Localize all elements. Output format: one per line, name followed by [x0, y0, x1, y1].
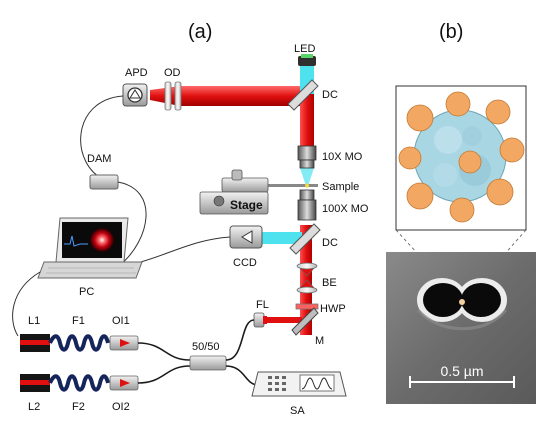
fiber-coil-f2 [48, 374, 110, 392]
mo10-label: 10X MO [322, 151, 363, 163]
spectrum-analyzer [251, 371, 347, 397]
apd-label: APD [125, 67, 148, 79]
ccd-label: CCD [233, 257, 257, 269]
stage-label: Stage [230, 198, 263, 212]
sample-particle [305, 183, 309, 188]
be-label: BE [322, 277, 337, 289]
panel-label-a: (a) [188, 21, 212, 43]
sa-label: SA [290, 405, 305, 417]
protein-structure-image [398, 91, 525, 223]
laser-beam-fl-to-m [262, 317, 302, 323]
led-label: LED [294, 43, 315, 55]
oi1-label: OI1 [112, 315, 130, 327]
be-lens-bottom [296, 286, 318, 294]
panel-label-b: (b) [439, 21, 463, 43]
translation-stage [199, 169, 269, 215]
trapped-particle [459, 299, 465, 305]
led-emitter [301, 54, 313, 58]
od-filter-2 [174, 81, 182, 111]
od-label: OD [164, 67, 181, 79]
laser-beam-vertical-top [300, 94, 314, 146]
coupler-label: 50/50 [192, 341, 220, 353]
m-label: M [315, 335, 324, 347]
fl-label: FL [256, 299, 269, 311]
objective-10x-tip [299, 159, 315, 169]
dichroic-mirror-mid [289, 223, 321, 255]
cable-dam-pc [117, 181, 147, 266]
cable-apd-dam [80, 95, 124, 181]
fiber-launcher [253, 312, 265, 328]
laser-l1-stripe [20, 340, 50, 345]
fiber-coil-f1 [48, 334, 110, 352]
fl-output [263, 316, 267, 324]
double-nanohole [416, 278, 508, 331]
dichroic-mirror-top [287, 79, 319, 111]
cable-pc-laser [12, 271, 41, 337]
laser-beam-to-apd [150, 86, 300, 106]
hwp-label: HWP [320, 303, 346, 315]
dam-label: DAM [87, 153, 111, 165]
laser-l2-stripe [20, 380, 50, 385]
oi2-label: OI2 [112, 401, 130, 413]
led-focus-cone [300, 168, 314, 186]
fiber-oi1-coupler [137, 342, 191, 361]
half-wave-plate [295, 303, 319, 310]
dam-module [89, 174, 119, 190]
mirror-m [291, 307, 319, 336]
l1-label: L1 [28, 315, 40, 327]
pc-label: PC [79, 286, 94, 298]
sample-label: Sample [322, 181, 359, 193]
objective-100x-body [297, 199, 317, 221]
fiber-oi2-coupler [137, 365, 191, 384]
fiber-coupler-5050 [189, 355, 227, 371]
dc-mid-label: DC [322, 237, 338, 249]
apd-triangle-icon [129, 89, 141, 99]
pc-computer [37, 217, 143, 279]
l2-label: L2 [28, 401, 40, 413]
od-filter-1 [164, 81, 172, 111]
cable-ccd-pc [129, 236, 231, 266]
f2-label: F2 [72, 401, 85, 413]
pc-screen-trace [64, 235, 88, 247]
led-source [298, 56, 316, 66]
led-beam-to-ccd [262, 232, 302, 244]
be-lens-top [296, 262, 318, 270]
ccd-lens-icon [241, 230, 253, 244]
objective-100x-tip [299, 189, 315, 201]
f1-label: F1 [72, 315, 85, 327]
fiber-coupler-fl [225, 319, 255, 361]
oi2-arrow-icon [120, 379, 130, 387]
scalebar-label: 0.5 µm [440, 363, 483, 379]
dc-top-label: DC [322, 89, 338, 101]
mo100-label: 100X MO [322, 203, 369, 215]
fiber-coupler-sa [225, 365, 259, 386]
pc-screen-laser-spot [90, 228, 114, 252]
sample-slide [262, 184, 318, 187]
oi1-arrow-icon [120, 339, 130, 347]
objective-10x-body [297, 145, 317, 161]
